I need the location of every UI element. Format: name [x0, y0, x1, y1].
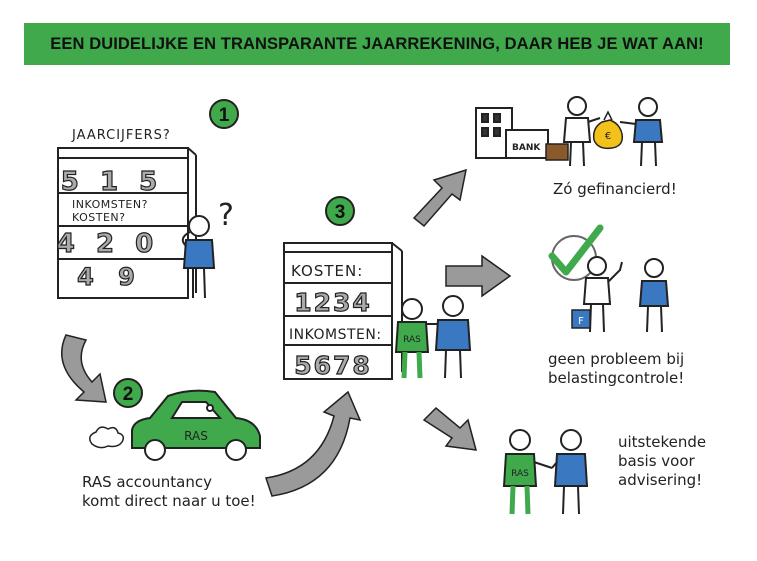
- banner-title: EEN DUIDELIJKE EN TRANSPARANTE JAARREKEN…: [50, 34, 704, 53]
- advice-client-person-icon: [551, 429, 589, 515]
- advice-caption-line2: basis voor: [618, 452, 695, 470]
- step3-person-label: RAS: [403, 335, 421, 345]
- step3-costs-value: 1234: [294, 288, 372, 317]
- step1-question-mark: ?: [218, 198, 234, 233]
- bank-client-person-icon: [562, 96, 601, 167]
- advice-outcome-group: RAS: [502, 429, 589, 515]
- tax-client-person-icon: [582, 256, 623, 333]
- arrow-step2-to-step3-icon: [265, 390, 362, 497]
- step2-caption: RAS accountancy komt direct naar u toe!: [82, 473, 256, 511]
- tax-caption-line1: geen probleem bij: [548, 350, 685, 368]
- step1-row2: 4 2 0: [57, 229, 159, 259]
- exhaust-cloud-icon: [89, 426, 125, 449]
- step1-badge: 1: [209, 99, 239, 129]
- advice-person-label: RAS: [511, 469, 529, 479]
- step3-income-value: 5678: [294, 351, 372, 380]
- header-banner: EEN DUIDELIJKE EN TRANSPARANTE JAARREKEN…: [24, 23, 730, 65]
- ras-person-icon: [394, 298, 430, 379]
- step3-costs-label: KOSTEN:: [291, 262, 363, 280]
- tax-outcome-group: F: [548, 224, 670, 333]
- bank-building-icon: [475, 107, 549, 159]
- car-label: RAS: [184, 429, 208, 443]
- tax-folder-label: F: [578, 316, 584, 327]
- step3-income-label: INKOMSTEN:: [289, 327, 382, 343]
- step1-row3: 4 9: [77, 263, 143, 291]
- green-checkmark-icon: [548, 224, 604, 276]
- advice-caption-line3: advisering!: [618, 471, 703, 489]
- advice-caption: uitstekende basis voor advisering!: [618, 433, 706, 490]
- arrow-step1-to-step2-icon: [61, 334, 107, 403]
- bank-caption: Zó gefinancierd!: [553, 180, 677, 198]
- tax-caption-line2: belastingcontrole!: [548, 369, 685, 387]
- step2-caption-line1: RAS accountancy: [82, 473, 212, 491]
- step2-number: 2: [123, 384, 134, 405]
- tax-advisor-person-icon: [638, 258, 670, 333]
- step2-group: 2 RAS: [89, 378, 261, 461]
- tax-caption: geen probleem bij belastingcontrole!: [548, 350, 684, 388]
- step3-number: 3: [335, 202, 346, 223]
- step1-group: 1 JAARCIJFERS? 5 1 5 INKOMSTEN? KOSTEN? …: [56, 99, 239, 299]
- step1-costs-question: KOSTEN?: [72, 211, 126, 224]
- advice-caption-line1: uitstekende: [618, 433, 707, 451]
- step1-number: 1: [219, 105, 230, 126]
- step1-income-question: INKOMSTEN?: [72, 198, 148, 211]
- banker-person-icon: [619, 97, 664, 167]
- thinking-person-icon: [181, 215, 216, 299]
- briefcase-icon: [545, 143, 569, 161]
- car-icon: [131, 389, 261, 461]
- step2-badge: 2: [113, 378, 143, 408]
- money-bag-symbol: €: [605, 131, 611, 142]
- client-person-icon: [426, 295, 472, 379]
- tax-folder-icon: [571, 309, 591, 329]
- step2-caption-line2: komt direct naar u toe!: [82, 492, 256, 510]
- step3-badge: 3: [325, 196, 355, 226]
- step1-row1: 5 1 5: [61, 167, 163, 197]
- advice-ras-person-icon: [502, 429, 553, 515]
- step1-heading: JAARCIJFERS?: [71, 128, 171, 143]
- money-bag-icon: [592, 110, 624, 150]
- bank-building-label: BANK: [512, 143, 541, 153]
- step3-group: 3 KOSTEN: 1234 INKOMSTEN: 5678 RAS: [283, 196, 472, 381]
- arrow-to-tax-icon: [445, 254, 512, 298]
- bank-outcome-group: BANK €: [475, 96, 664, 167]
- arrow-to-advice-icon: [422, 406, 478, 451]
- arrow-to-bank-icon: [412, 168, 467, 228]
